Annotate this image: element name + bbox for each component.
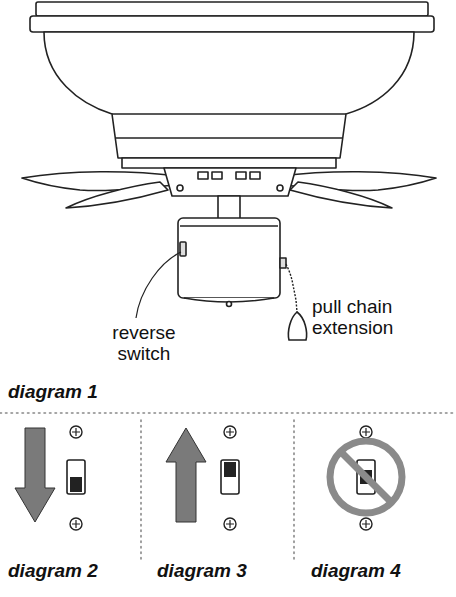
figure-caption: diagram 3 [157,560,287,581]
hub-screw [198,172,208,179]
hub-screw [212,172,222,179]
part-label: reverse switch [92,322,196,364]
housing-bottom-ring [122,158,336,168]
switch-housing [178,218,280,298]
hub-screw [277,185,283,191]
housing-seam [112,113,346,115]
cap-finial [227,302,232,307]
fan-canopy-rim [36,2,428,16]
switch-housing-stem [218,196,240,220]
fan-blade [66,182,168,208]
figure-caption: diagram 2 [8,560,138,581]
divider [0,412,456,414]
blade-hub [164,168,296,196]
housing-seam [116,137,342,139]
switch-plate [67,426,85,530]
divider [140,420,142,560]
fan-blade [290,182,392,208]
reverse-switch [180,242,186,256]
motor-housing [44,32,414,158]
part-label: pull chain extension [312,296,428,338]
fan-canopy-band [30,16,434,32]
pull-chain-fob [288,312,306,340]
figure-caption: diagram 1 [8,381,148,402]
hub-screw [177,185,183,191]
divider [293,420,295,560]
pull-chain [286,264,297,312]
pull-chain-grommet [280,258,286,268]
down-arrow [15,428,55,522]
up-arrow [166,428,206,522]
hub-screw [250,172,260,179]
leader-line [136,252,181,318]
hub-screw [236,172,246,179]
switch-plate [221,426,239,530]
switch-housing-seam [180,225,278,227]
prohibition-sign [330,441,402,513]
figure-caption: diagram 4 [311,560,451,581]
